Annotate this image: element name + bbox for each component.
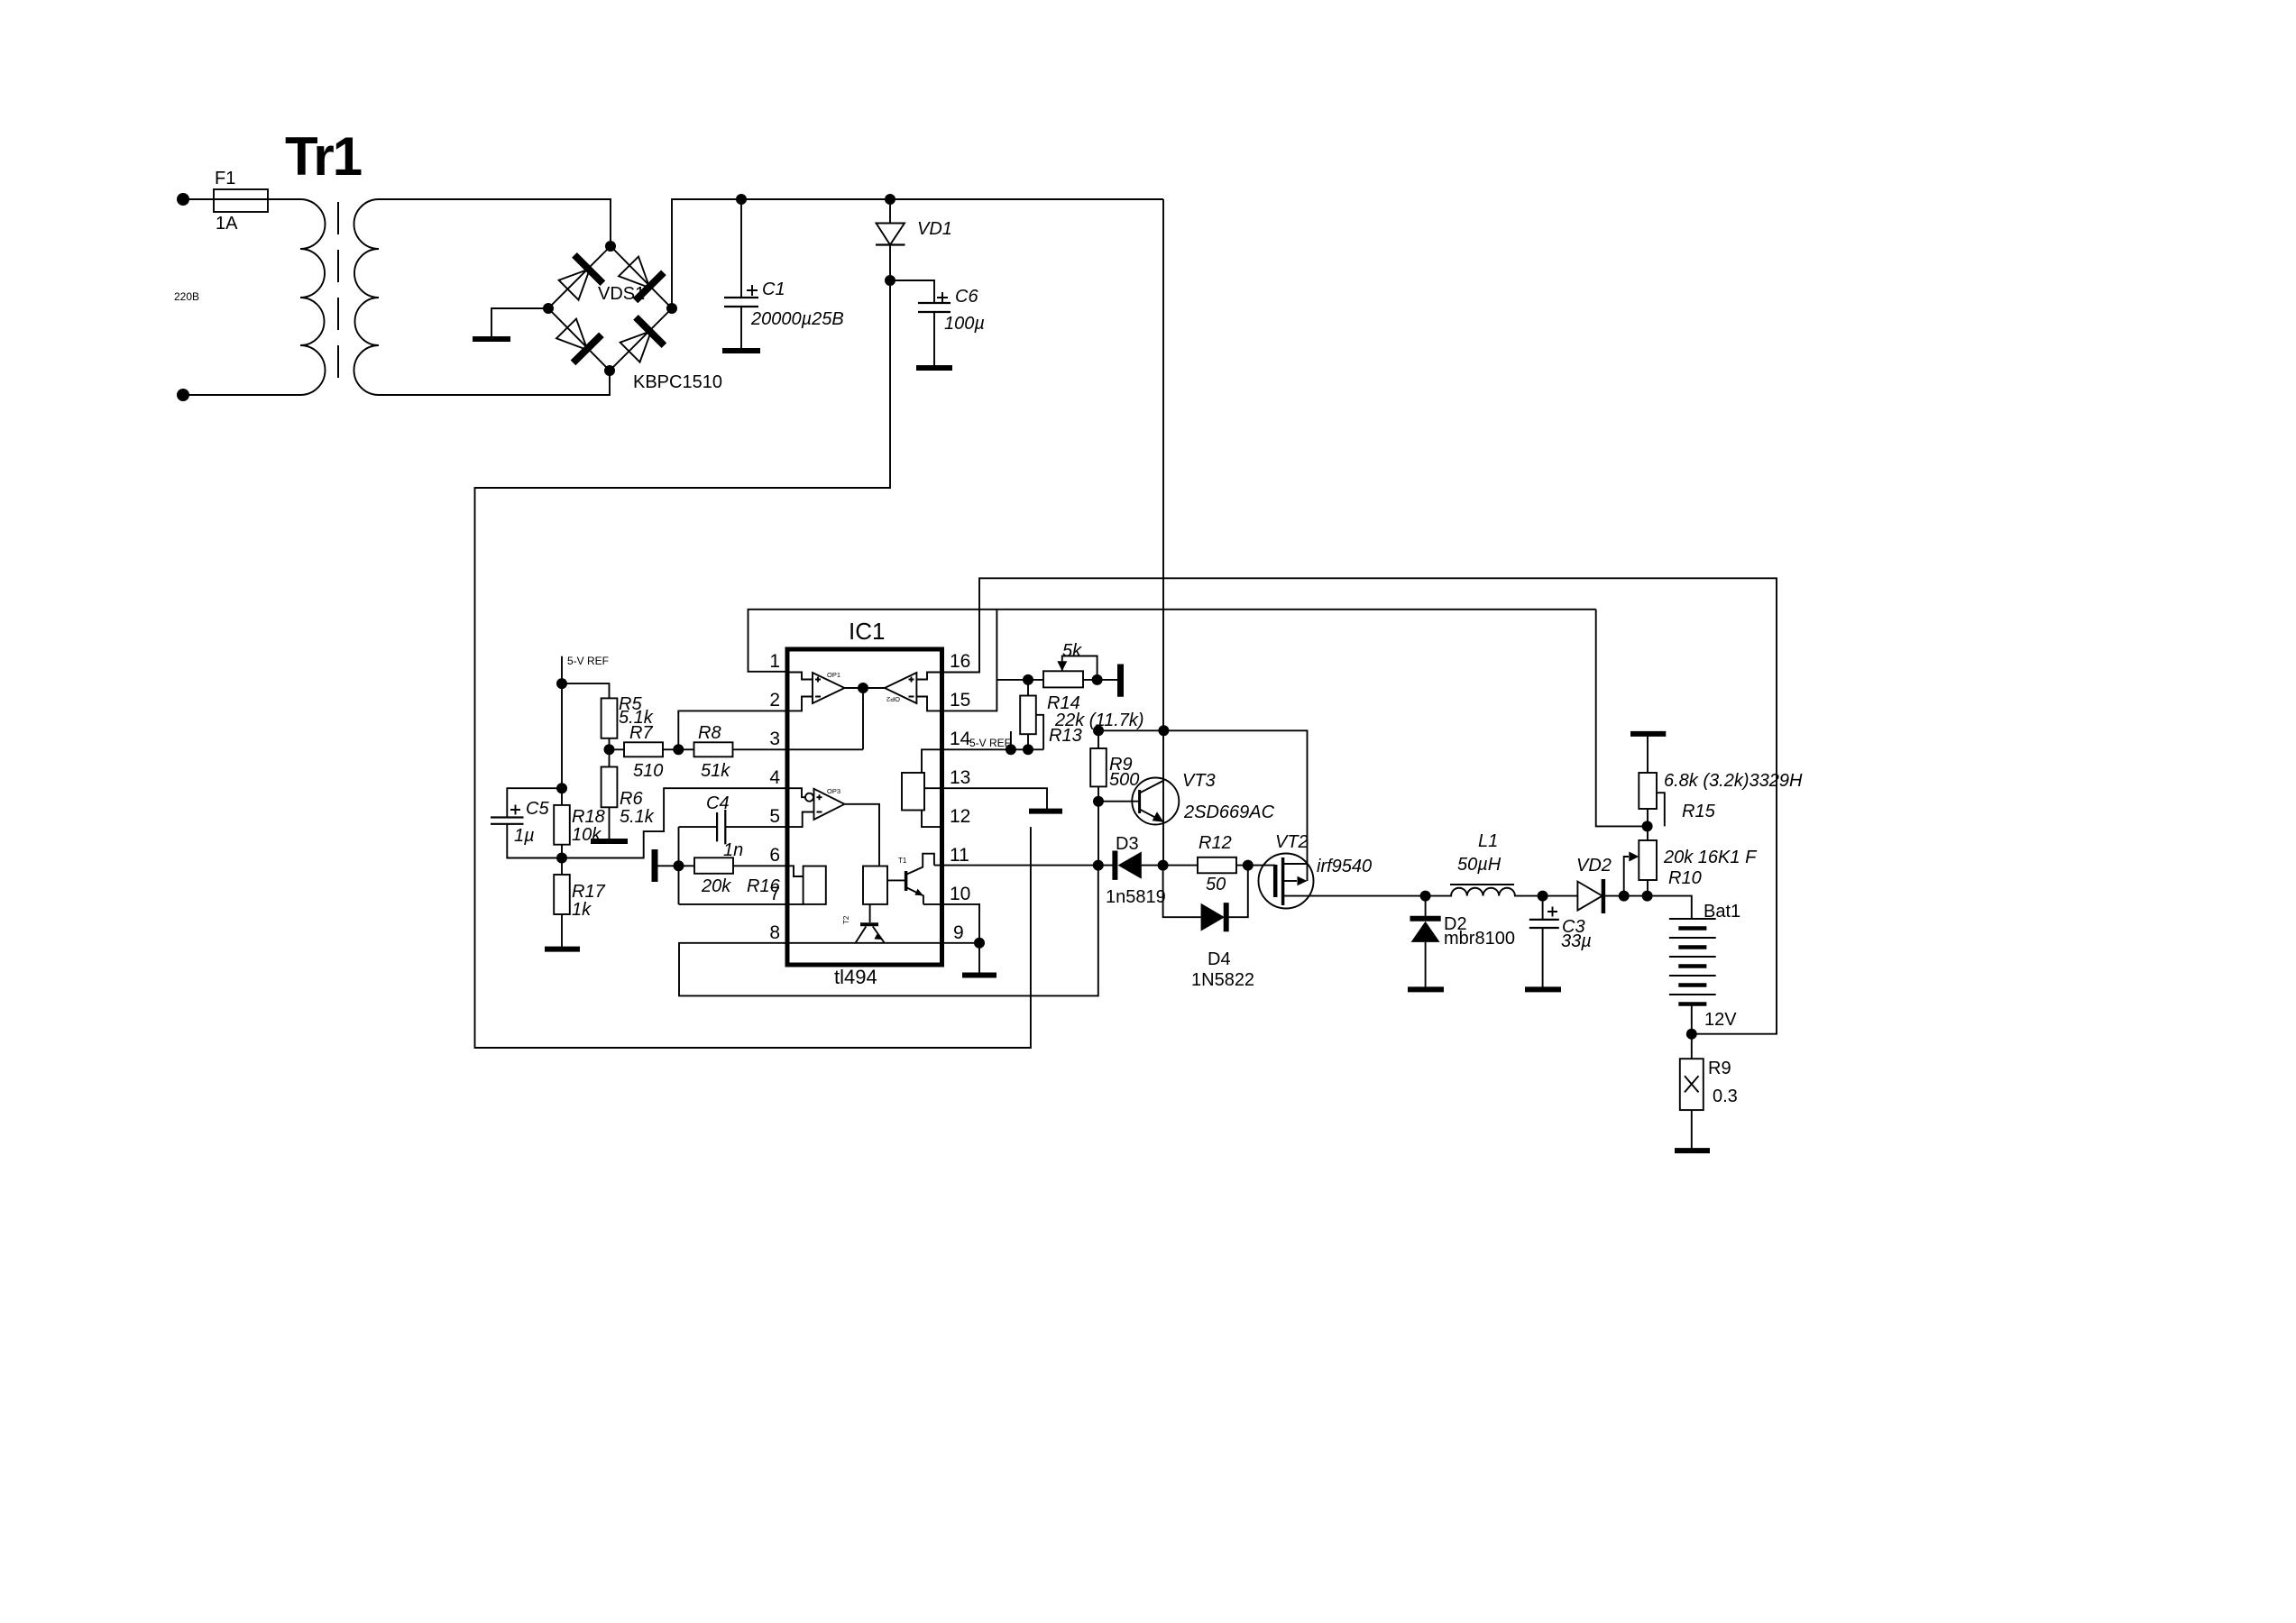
svg-text:mbr8100: mbr8100 — [1444, 929, 1515, 949]
svg-text:1k: 1k — [572, 900, 592, 920]
svg-text:11: 11 — [950, 845, 969, 866]
svg-text:1N5822: 1N5822 — [1191, 970, 1254, 990]
svg-text:1µ: 1µ — [514, 826, 535, 846]
svg-text:L1: L1 — [1478, 831, 1498, 851]
svg-text:irf9540: irf9540 — [1317, 857, 1372, 876]
svg-text:10: 10 — [950, 884, 970, 904]
svg-text:VT3: VT3 — [1182, 771, 1216, 791]
svg-text:10k: 10k — [572, 825, 602, 845]
svg-text:1A: 1A — [216, 214, 238, 234]
svg-text:13: 13 — [950, 767, 970, 788]
svg-text:12V: 12V — [1704, 1010, 1737, 1030]
svg-text:OP1: OP1 — [827, 671, 840, 679]
svg-text:C4: C4 — [706, 793, 730, 813]
svg-text:C6: C6 — [955, 287, 978, 307]
svg-text:33µ: 33µ — [1561, 931, 1592, 951]
svg-text:C1: C1 — [762, 280, 785, 299]
svg-text:20k 16K1 F: 20k 16K1 F — [1663, 848, 1758, 867]
svg-text:4: 4 — [769, 767, 780, 788]
svg-text:5.1k: 5.1k — [619, 708, 654, 728]
svg-text:1n5819: 1n5819 — [1106, 887, 1166, 907]
svg-text:Tr1: Tr1 — [285, 126, 362, 187]
svg-text:VDS1: VDS1 — [598, 284, 645, 304]
svg-text:100µ: 100µ — [944, 314, 985, 334]
svg-text:C5: C5 — [526, 799, 549, 819]
svg-text:5k: 5k — [1062, 641, 1082, 661]
svg-text:R15: R15 — [1682, 802, 1716, 821]
svg-text:T2: T2 — [842, 915, 850, 924]
svg-text:9: 9 — [953, 922, 964, 943]
svg-text:5: 5 — [769, 806, 780, 827]
svg-text:R12: R12 — [1199, 833, 1232, 853]
svg-text:R8: R8 — [698, 723, 721, 743]
svg-text:R5: R5 — [619, 694, 642, 714]
svg-text:T1: T1 — [898, 857, 907, 865]
svg-text:16: 16 — [950, 651, 970, 672]
svg-text:C3: C3 — [1562, 917, 1585, 937]
svg-text:R14: R14 — [1047, 693, 1080, 713]
svg-text:VD2: VD2 — [1576, 856, 1612, 876]
svg-text:20k: 20k — [701, 876, 731, 896]
svg-text:D3: D3 — [1116, 834, 1139, 854]
svg-text:2SD669AC: 2SD669AC — [1183, 802, 1275, 822]
svg-text:R13: R13 — [1049, 726, 1082, 746]
svg-text:3: 3 — [769, 729, 780, 749]
svg-text:6.8k (3.2k)3329H: 6.8k (3.2k)3329H — [1664, 771, 1803, 791]
svg-text:R7: R7 — [629, 723, 653, 743]
svg-text:14: 14 — [950, 729, 971, 749]
svg-text:1n: 1n — [723, 840, 743, 860]
svg-text:6: 6 — [769, 845, 780, 866]
svg-text:51k: 51k — [701, 761, 730, 781]
svg-text:R9: R9 — [1708, 1059, 1731, 1078]
svg-text:22k (11.7k): 22k (11.7k) — [1054, 711, 1144, 730]
svg-text:7: 7 — [769, 884, 780, 904]
svg-text:1: 1 — [769, 651, 780, 672]
svg-text:R10: R10 — [1668, 868, 1702, 888]
svg-text:KBPC1510: KBPC1510 — [633, 372, 722, 392]
svg-text:15: 15 — [950, 690, 970, 711]
svg-text:tl494: tl494 — [834, 966, 877, 988]
svg-text:50µH: 50µH — [1457, 855, 1502, 875]
svg-text:220В: 220В — [174, 290, 199, 303]
svg-text:F1: F1 — [215, 169, 235, 188]
svg-text:R6: R6 — [620, 789, 643, 809]
svg-text:5-V REF: 5-V REF — [969, 737, 1011, 749]
svg-text:500: 500 — [1109, 770, 1139, 790]
svg-text:0.3: 0.3 — [1713, 1087, 1738, 1106]
svg-text:R16: R16 — [747, 876, 781, 896]
svg-text:D4: D4 — [1208, 949, 1231, 969]
svg-text:8: 8 — [769, 922, 780, 943]
svg-text:D2: D2 — [1444, 914, 1467, 934]
svg-text:5.1k: 5.1k — [620, 807, 655, 827]
svg-text:OP3: OP3 — [827, 787, 840, 795]
svg-text:Bat1: Bat1 — [1704, 902, 1740, 922]
svg-text:R17: R17 — [572, 882, 606, 902]
svg-text:20000µ25В: 20000µ25В — [750, 309, 844, 329]
svg-text:VT2: VT2 — [1275, 832, 1309, 852]
svg-text:5-V REF: 5-V REF — [567, 655, 609, 667]
svg-text:12: 12 — [950, 806, 970, 827]
svg-text:VD1: VD1 — [917, 219, 952, 239]
svg-text:R9: R9 — [1109, 755, 1133, 775]
svg-text:OP2: OP2 — [886, 695, 900, 703]
svg-text:IC1: IC1 — [849, 618, 885, 645]
svg-text:R18: R18 — [572, 807, 605, 827]
svg-text:2: 2 — [769, 690, 780, 711]
svg-text:510: 510 — [633, 761, 663, 781]
svg-text:50: 50 — [1206, 875, 1226, 894]
